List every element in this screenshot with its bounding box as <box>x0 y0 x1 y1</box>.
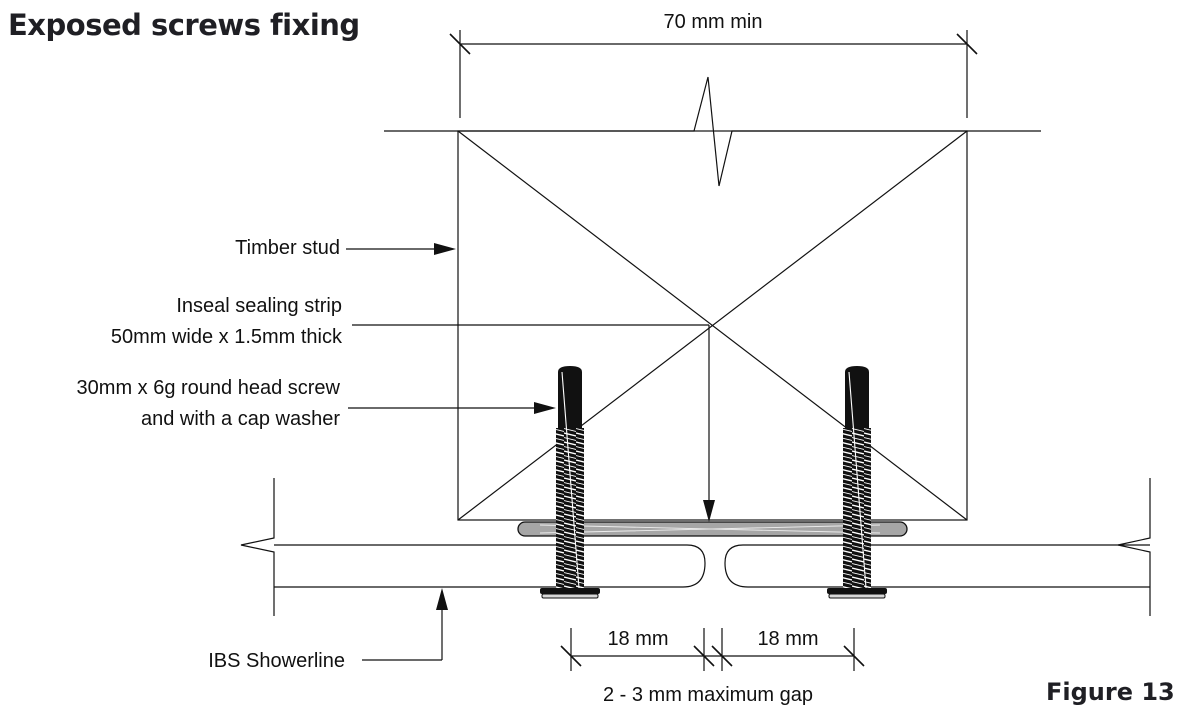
screw-label-1: 30mm x 6g round head screw <box>77 377 341 399</box>
sealing-strip-hatch <box>539 524 881 534</box>
dimension-tick <box>711 645 733 667</box>
left-panel <box>274 544 706 588</box>
cap-washer <box>827 588 887 594</box>
dimension-tick <box>956 33 978 55</box>
stud-diagonal <box>457 130 968 521</box>
showerline-panels <box>240 478 1151 616</box>
arrow-head <box>436 588 448 610</box>
screw-thread-pattern <box>843 428 871 590</box>
dimension-tick <box>843 645 865 667</box>
left-break-mark <box>240 478 275 616</box>
screw-highlight <box>848 371 867 589</box>
callout-screw: 30mm x 6g round head screw and with a ca… <box>77 377 556 430</box>
sealing-strip-label-1: Inseal sealing strip <box>176 295 342 317</box>
screw-thread-pattern <box>556 428 584 590</box>
top-dimension: 70 mm min <box>449 11 978 118</box>
screw-left <box>540 366 600 599</box>
left-offset-label: 18 mm <box>607 628 668 650</box>
callout-sealing-strip: Inseal sealing strip 50mm wide x 1.5mm t… <box>111 295 715 522</box>
figure-number: Figure 13 <box>1046 678 1175 706</box>
arrow-head <box>434 243 456 255</box>
sealing-strip <box>517 521 908 537</box>
arrow-head <box>534 402 556 414</box>
cap-washer <box>540 588 600 594</box>
callout-showerline: IBS Showerline <box>208 588 448 672</box>
timber-stud-label: Timber stud <box>235 237 340 259</box>
screw-highlight <box>561 371 580 589</box>
diagram-title: Exposed screws fixing <box>8 8 360 42</box>
right-offset-label: 18 mm <box>757 628 818 650</box>
bottom-dimension: 18 mm 18 mm 2 - 3 mm maximum gap <box>560 628 865 706</box>
dimension-tick <box>560 645 582 667</box>
cap-washer-rim <box>828 593 886 599</box>
sealing-strip-label-2: 50mm wide x 1.5mm thick <box>111 326 343 348</box>
screw-right <box>827 366 887 599</box>
right-break-mark <box>1117 478 1151 616</box>
arrow-head <box>703 500 715 522</box>
gap-label: 2 - 3 mm maximum gap <box>603 684 813 706</box>
showerline-label: IBS Showerline <box>208 650 345 672</box>
cap-washer-rim <box>541 593 599 599</box>
dimension-tick <box>449 33 471 55</box>
right-panel <box>724 544 1150 588</box>
screw-label-2: and with a cap washer <box>141 408 340 430</box>
screw-shank <box>845 366 869 428</box>
callout-timber-stud: Timber stud <box>235 237 456 259</box>
dimension-tick <box>693 645 715 667</box>
top-dimension-label: 70 mm min <box>664 11 763 33</box>
screw-shank <box>558 366 582 428</box>
